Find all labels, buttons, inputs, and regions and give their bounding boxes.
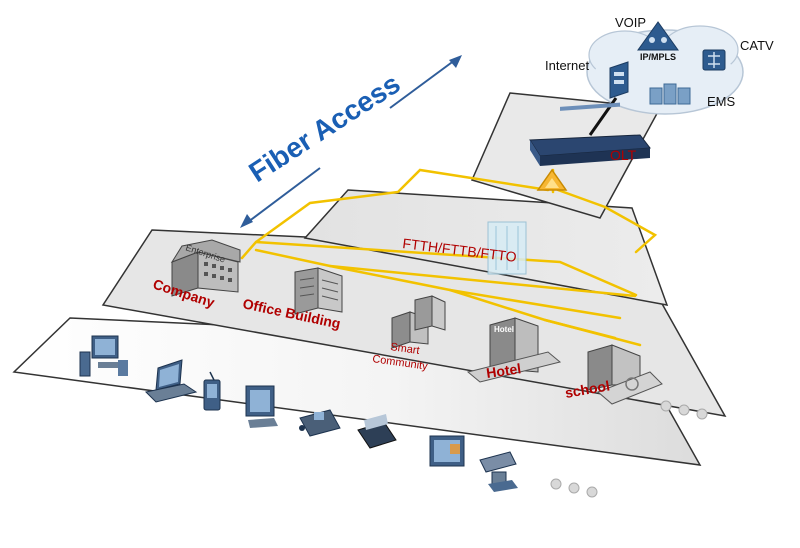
enterprise-building-icon	[170, 239, 241, 297]
service-label-internet: Internet	[545, 58, 589, 73]
smart-community-icon	[391, 295, 446, 349]
laptop-icon	[144, 359, 198, 403]
site-label-school: school	[564, 377, 611, 401]
ip-phone-icon	[299, 409, 341, 437]
more-terminals-ellipsis	[550, 478, 598, 498]
distribution-layer-platform	[303, 189, 669, 306]
site-label-hotel: Hotel	[485, 360, 522, 381]
monitor-icon	[245, 385, 278, 428]
service-label-catv: CATV	[740, 38, 774, 53]
ems-servers-icon	[649, 83, 691, 105]
fax-printer-icon	[357, 414, 397, 449]
hotel-building-icon	[466, 317, 562, 383]
service-label-ems: EMS	[707, 94, 736, 109]
splitter-triangle-icon	[536, 168, 568, 191]
catv-switch-icon	[702, 49, 726, 71]
headline-arrows	[240, 55, 462, 228]
fiber-lines	[240, 168, 658, 347]
pda-icon	[203, 371, 221, 411]
more-sites-ellipsis	[660, 400, 708, 420]
olt-chassis-icon	[529, 102, 651, 166]
hotel-sign-label: Hotel	[494, 325, 514, 334]
router-triangle-icon	[637, 21, 679, 51]
service-label-voip: VOIP	[615, 15, 646, 30]
cloud-label: IP/MPLS	[640, 52, 676, 62]
desktop-pc-icon	[79, 335, 128, 377]
security-camera-icon	[479, 451, 518, 492]
site-label-smart: Smart	[390, 341, 421, 357]
optical-splitter-icon	[487, 221, 527, 275]
office-building-icon	[294, 267, 343, 315]
school-building-icon	[587, 344, 663, 405]
touch-screen-icon	[429, 435, 465, 467]
olt-label: OLT	[610, 147, 637, 163]
firewall-icon	[609, 61, 629, 99]
headline-text: Fiber Access	[243, 68, 405, 188]
